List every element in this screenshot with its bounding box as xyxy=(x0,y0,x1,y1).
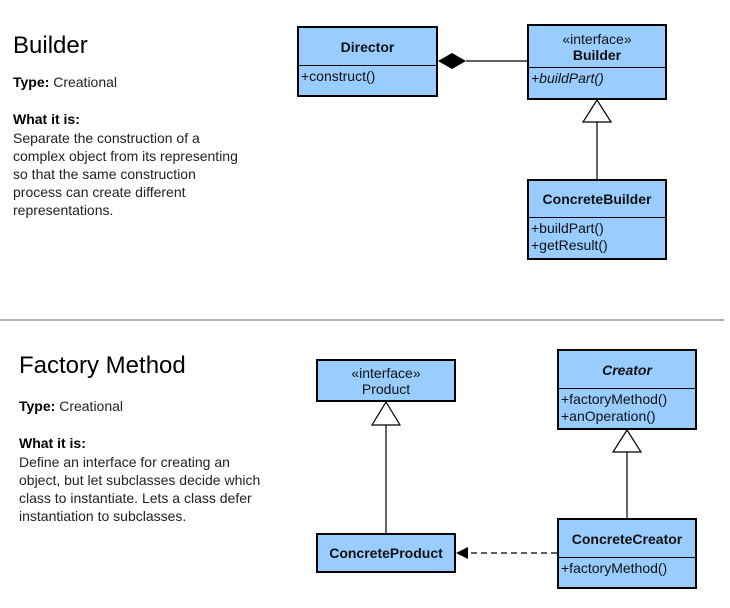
builder-type-label: Type: xyxy=(13,74,50,90)
director-class-header: Director xyxy=(299,28,436,66)
dependency-arrowhead xyxy=(456,547,468,559)
factory-type-line: Type: Creational xyxy=(19,398,123,414)
factory-type-label: Type: xyxy=(19,398,56,414)
factory-description-line: object, but let subclasses decide which xyxy=(19,472,261,488)
concrete-builder-operation: +buildPart() xyxy=(531,220,604,236)
builder-interface-operations: +buildPart() xyxy=(529,68,665,87)
builder-what-label: What it is: xyxy=(13,111,80,127)
builder-title: Builder xyxy=(13,32,88,59)
factory-description-line: Define an interface for creating an xyxy=(19,454,230,470)
concrete-builder-class: ConcreteBuilder +buildPart() +getResult(… xyxy=(527,179,667,260)
creator-operation: +factoryMethod() xyxy=(561,391,668,407)
product-interface-stereotype: «interface» xyxy=(351,364,421,381)
builder-interface-class: «interface» Builder +buildPart() xyxy=(527,24,667,100)
section-divider xyxy=(0,319,724,321)
product-interface-header: «interface» Product xyxy=(318,361,454,400)
builder-description-line: representations. xyxy=(13,202,114,218)
concrete-creator-header: ConcreteCreator xyxy=(559,520,695,558)
concrete-product-header: ConcreteProduct xyxy=(318,535,454,571)
concrete-builder-header: ConcreteBuilder xyxy=(529,181,665,218)
factory-what-label: What it is: xyxy=(19,435,86,451)
factory-type-value: Creational xyxy=(59,398,124,414)
director-class-name: Director xyxy=(340,38,395,55)
aggregation-diamond xyxy=(438,53,466,69)
creator-class-name: Creator xyxy=(602,361,652,378)
product-interface-class: «interface» Product xyxy=(316,359,456,402)
concrete-creator-class: ConcreteCreator +factoryMethod() xyxy=(557,518,697,589)
builder-interface-operation: +buildPart() xyxy=(531,70,604,86)
product-inheritance-arrowhead xyxy=(370,400,402,426)
builder-type-line: Type: Creational xyxy=(13,74,117,90)
factory-description-line: instantiation to subclasses. xyxy=(19,508,187,524)
creator-inheritance-arrowhead xyxy=(611,428,643,453)
concrete-creator-operation: +factoryMethod() xyxy=(561,560,668,576)
concrete-builder-name: ConcreteBuilder xyxy=(542,191,652,207)
concrete-product-name: ConcreteProduct xyxy=(329,545,443,561)
builder-interface-name: Builder xyxy=(572,46,622,63)
director-class-operations: +construct() xyxy=(299,66,436,85)
creator-class-operations: +factoryMethod() +anOperation() xyxy=(559,389,695,425)
creator-operation: +anOperation() xyxy=(561,408,656,424)
builder-description-line: so that the same construction xyxy=(13,166,196,182)
builder-description-line: process can create different xyxy=(13,184,186,200)
concrete-product-class: ConcreteProduct xyxy=(316,533,456,573)
creator-class-header: Creator xyxy=(559,351,695,389)
factory-description-line: class to instantiate. Lets a class defer xyxy=(19,490,252,506)
factory-description: Define an interface for creating an obje… xyxy=(19,453,260,525)
factory-title: Factory Method xyxy=(19,352,186,379)
director-operation: +construct() xyxy=(301,68,376,84)
concrete-creator-operations: +factoryMethod() xyxy=(559,558,695,577)
builder-inheritance-arrowhead xyxy=(581,98,613,123)
director-class: Director +construct() xyxy=(297,26,438,97)
concrete-builder-operations: +buildPart() +getResult() xyxy=(529,218,665,254)
builder-interface-stereotype: «interface» xyxy=(562,30,632,47)
product-interface-name: Product xyxy=(361,380,411,397)
builder-description-line: complex object from its representing xyxy=(13,148,238,164)
builder-description: Separate the construction of a complex o… xyxy=(13,129,238,219)
builder-interface-header: «interface» Builder xyxy=(529,26,665,68)
concrete-builder-operation: +getResult() xyxy=(531,237,608,253)
builder-description-line: Separate the construction of a xyxy=(13,130,200,146)
builder-type-value: Creational xyxy=(53,74,118,90)
concrete-creator-name: ConcreteCreator xyxy=(571,530,683,547)
